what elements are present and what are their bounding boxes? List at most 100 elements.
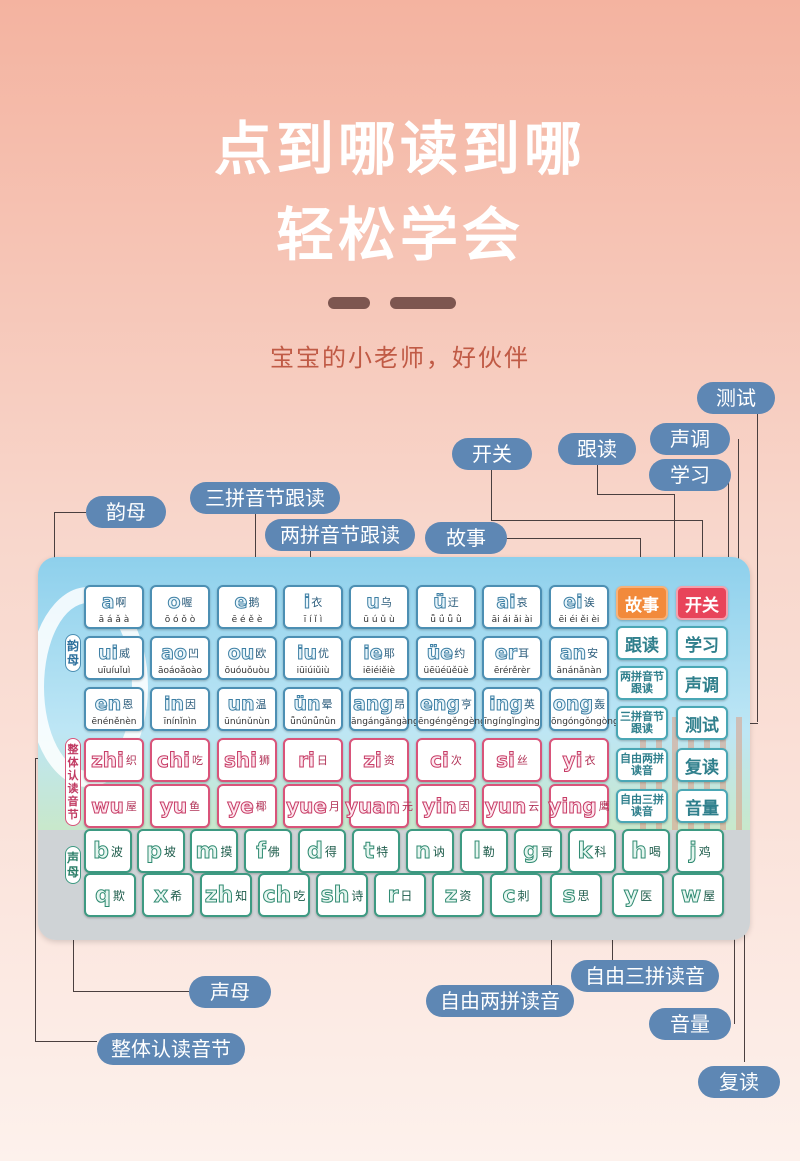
tone-marks-label: iēiéiěiè [362,666,396,676]
pinyin-label: si [496,748,516,773]
tone-marks-label: āi ái ǎi ài [491,615,533,625]
tone-marks-label: ūnúnǔnùn [224,717,270,727]
tone-button[interactable]: 声调 [676,666,728,700]
volume-button[interactable]: 音量 [676,789,728,823]
pinyin-label: er [494,642,518,665]
three-spell-follow-button[interactable]: 三拼音节跟读 [616,706,668,740]
tone-marks-label: āngángǎngàng [351,717,419,727]
switch-button[interactable]: 开关 [676,586,728,620]
pinyin-label: ao [161,642,188,665]
callout-free-three: 自由三拼读音 [571,960,719,992]
hanzi-label: 耶 [383,647,395,660]
tone-marks-label: ō ó ǒ ò [164,615,196,625]
hanzi-label: 科 [594,844,607,859]
repeat-button[interactable]: 复读 [676,748,728,782]
initials-section-label: 声母 [65,846,81,884]
pinyin-label: o [167,591,181,614]
leader-line [491,520,703,521]
finals-section-label: 韵母 [65,634,81,672]
free-two-spell-button[interactable]: 自由两拼读音 [616,748,668,782]
pinyin-label: yun [484,794,527,819]
test-button[interactable]: 测试 [676,706,728,740]
hanzi-label: 知 [235,888,248,903]
pinyin-label: ong [552,693,594,716]
pinyin-label: üe [426,642,454,665]
hanzi-label: 鹅 [248,596,260,609]
free-three-spell-button[interactable]: 自由三拼读音 [616,789,668,823]
hanzi-label: 吃 [293,888,306,903]
follow-button[interactable]: 跟读 [616,626,668,660]
callout-follow: 跟读 [558,433,636,465]
hanzi-label: 狮 [259,754,270,767]
story-button[interactable]: 故事 [616,586,668,620]
learn-button[interactable]: 学习 [676,626,728,660]
tone-marks-label: īnínǐnìn [163,717,197,727]
two-spell-follow-button[interactable]: 两拼音节跟读 [616,666,668,700]
hanzi-label: 云 [528,800,540,813]
